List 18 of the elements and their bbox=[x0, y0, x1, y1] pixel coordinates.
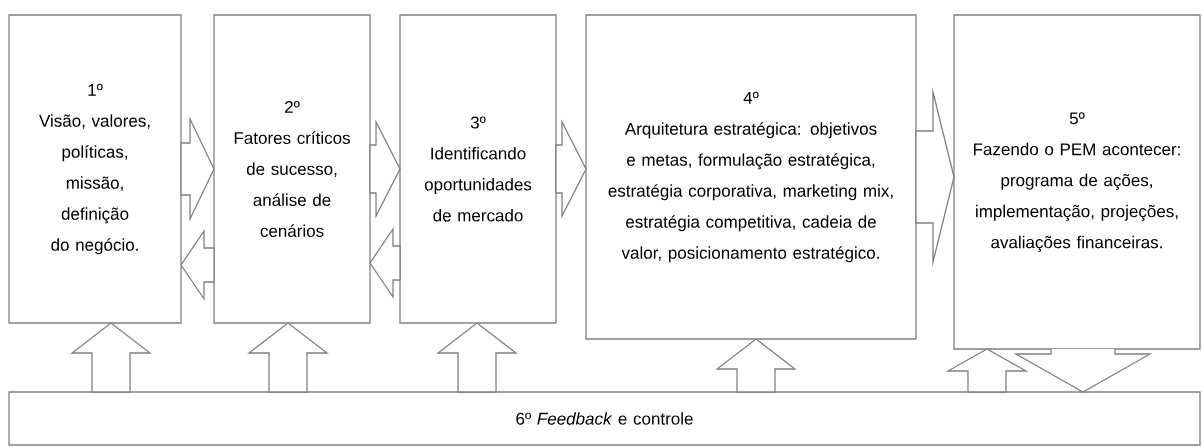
block-arrow bbox=[436, 322, 518, 393]
feedback-band: 6º Feedback e controle bbox=[8, 391, 1201, 446]
block-arrow bbox=[715, 338, 797, 393]
block-arrow bbox=[945, 348, 1029, 393]
block-arrow bbox=[555, 119, 587, 219]
step-box: 1º Visão, valores, políticas, missão, definição do negócio. bbox=[8, 14, 182, 324]
block-arrow bbox=[915, 86, 955, 268]
step-box: 5º Fazendo o PEM acontecer: programa de ações, implementação, projeções, avaliações financeiras. bbox=[953, 14, 1201, 350]
block-arrow bbox=[369, 119, 401, 219]
block-arrow bbox=[70, 322, 152, 393]
block-arrow bbox=[247, 322, 329, 393]
chevron-arrow bbox=[1013, 348, 1153, 393]
block-arrow bbox=[180, 228, 215, 302]
step-box: 4º Arquitetura estratégica: objetivos e metas, formulação estratégica, estratégia corporativa, marketing mix, estratégia competitiva, cadeia de valor, posicionamento estratégico. bbox=[585, 14, 917, 340]
step-box: 3º Identificando oportunidades de mercado bbox=[399, 14, 557, 324]
block-arrow bbox=[369, 226, 401, 300]
step-box: 2º Fatores críticos de sucesso, análise de cenários bbox=[213, 14, 371, 324]
block-arrow bbox=[180, 116, 215, 222]
